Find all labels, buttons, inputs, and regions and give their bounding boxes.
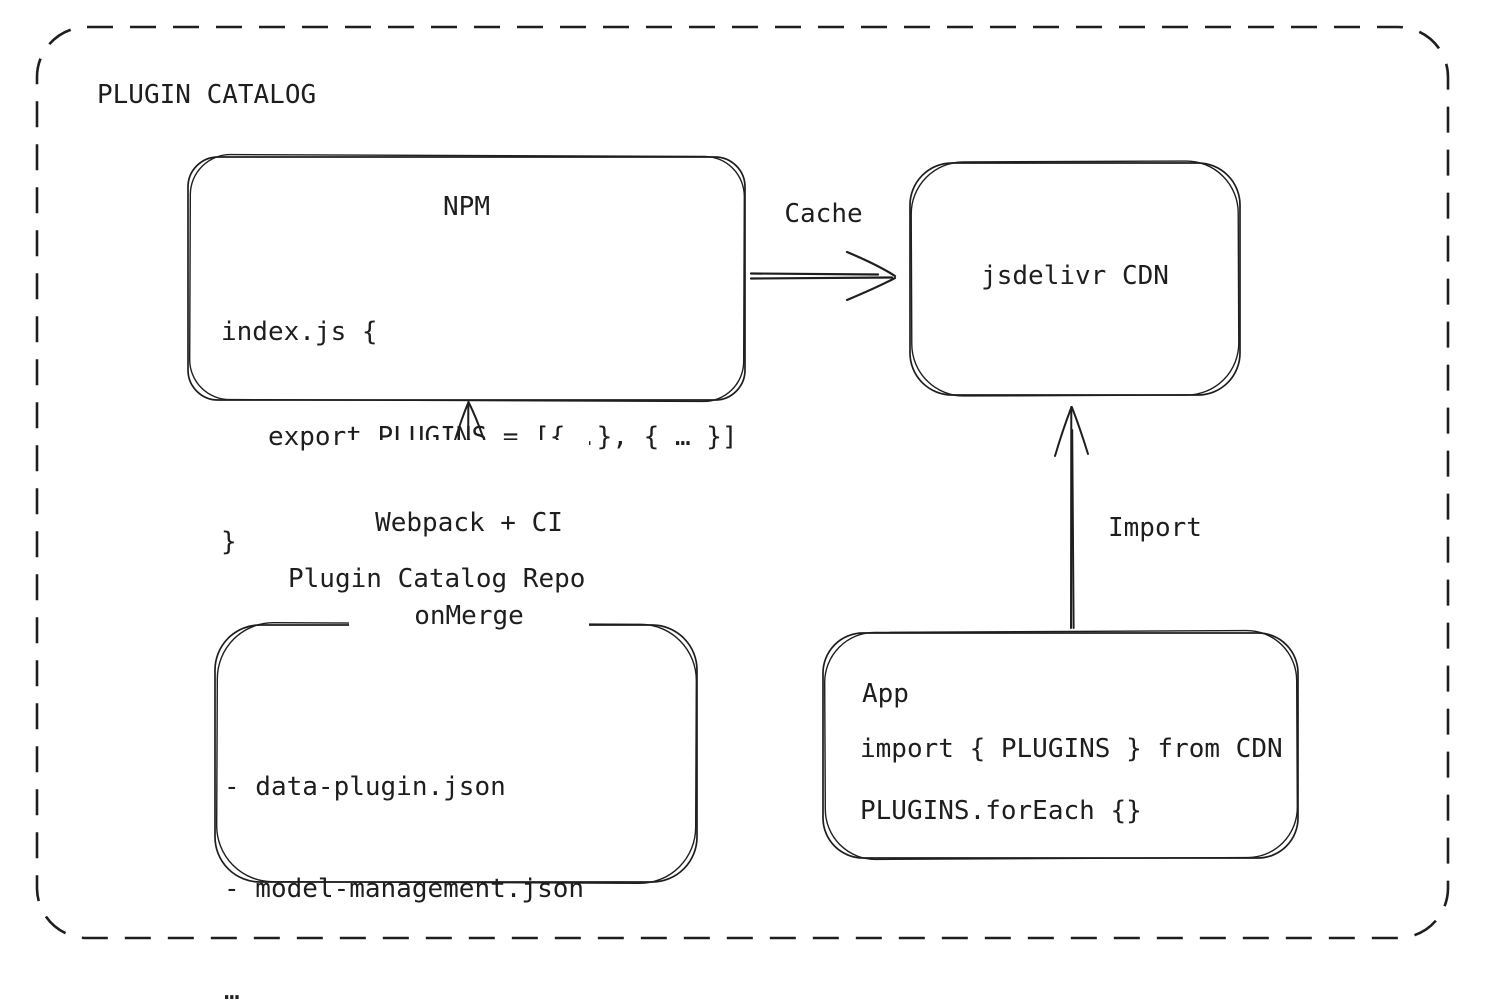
build-edge-label: Webpack + CI onMerge [349,440,589,702]
app-box-outline-sketch [823,629,1299,861]
import-arrow-shaft-sketch [1071,429,1075,629]
cache-edge-label: Cache [784,199,863,229]
import-arrow [1054,406,1089,629]
diagram-title: PLUGIN CATALOG [97,80,317,110]
repo-file-item: - model-management.json [224,874,585,904]
cdn-box [909,160,1241,397]
build-arrow-head-left [454,401,470,441]
cache-arrow-shaft-lower [749,276,894,280]
npm-node-title: NPM [443,192,490,222]
cache-arrow [749,250,897,302]
npm-box-outline-sketch [188,153,746,403]
app-node-title: App [862,679,909,709]
cache-arrow-head-upper [845,250,897,278]
build-arrow-head-right [467,401,484,438]
cdn-node-label: jsdelivr CDN [981,261,1169,291]
repo-node-title: Plugin Catalog Repo [288,564,586,594]
import-arrow-head-left [1054,406,1073,457]
app-box [822,629,1299,861]
import-edge-label: Import [1108,513,1202,543]
npm-node-code: index.js { export PLUGINS = [{..}, { … }… [221,245,738,630]
app-code-line: import { PLUGINS } from CDN [860,734,1283,764]
cache-arrow-shaft-upper [749,272,880,276]
npm-code-line: export PLUGINS = [{..}, { … }] [221,422,738,452]
repo-node-files: - data-plugin.json - model-management.js… [224,702,584,1002]
npm-code-line: } [221,527,237,557]
repo-file-item: - data-plugin.json [224,772,506,802]
cdn-box-outline-sketch [910,160,1240,397]
repo-file-item: … [224,976,240,1002]
npm-box [187,153,746,403]
cache-arrow-head-lower [845,276,897,302]
catalog-boundary [35,25,1450,940]
build-edge-label-line2: onMerge [414,601,524,631]
build-edge-label-line1: Webpack + CI [375,508,563,538]
npm-code-line: index.js { [221,317,378,347]
app-code-line: PLUGINS.forEach {} [860,796,1142,826]
import-arrow-head-right [1070,406,1089,455]
